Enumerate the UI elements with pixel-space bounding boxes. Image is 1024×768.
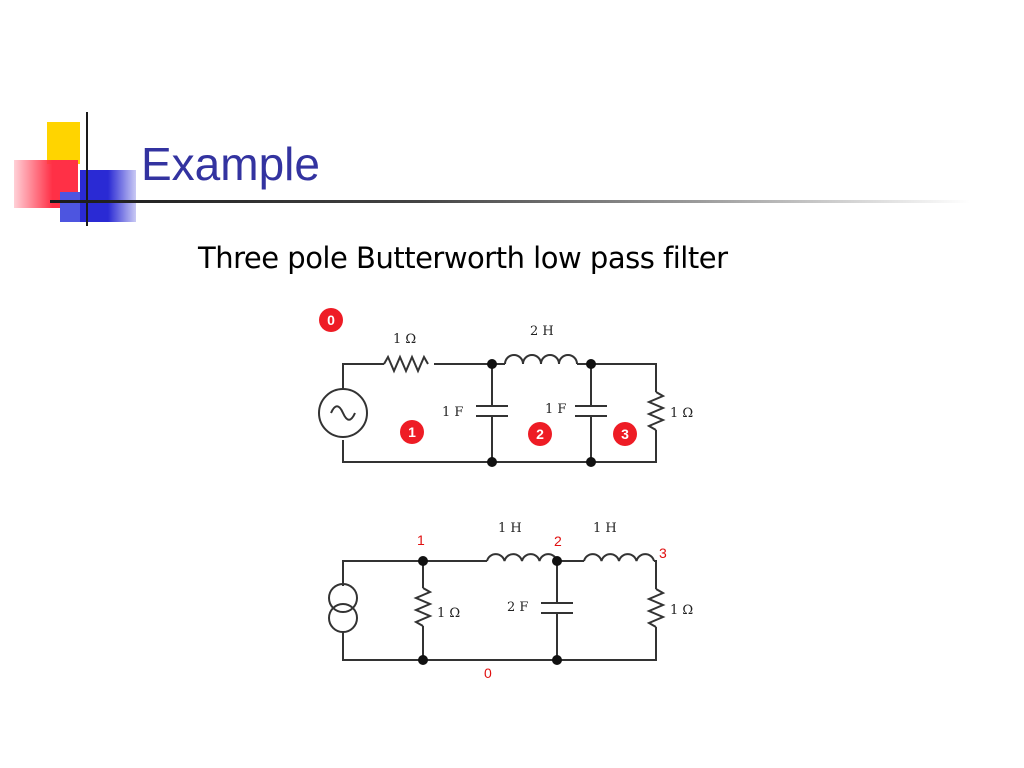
label-r-shunt: 1 Ω (437, 606, 460, 621)
svg-text:1: 1 (408, 424, 416, 440)
sine-wave-icon (330, 405, 356, 421)
svg-text:3: 3 (621, 426, 629, 442)
label-capacitor: 2 F (507, 600, 528, 615)
node-marker-0: 0 (319, 308, 343, 332)
svg-text:0: 0 (327, 312, 335, 328)
current-source-icon-lower (328, 603, 358, 633)
wire (654, 560, 657, 589)
decor-yellow-square (47, 122, 80, 164)
node-label-3: 3 (659, 545, 667, 561)
resistor-load (646, 391, 666, 431)
node-label-2: 2 (554, 533, 562, 549)
ac-voltage-source-icon (318, 388, 368, 438)
capacitor-c1 (476, 364, 508, 462)
resistor-load-2 (646, 588, 666, 628)
node-marker-2: 2 (528, 422, 552, 446)
circuit-1 (318, 354, 666, 463)
inductor-right (583, 553, 655, 562)
capacitor-c2 (575, 364, 607, 462)
wire (342, 363, 384, 390)
label-inductor-left: 1 H (498, 521, 522, 536)
inductor-l1 (504, 354, 578, 365)
node-marker-3: 3 (613, 422, 637, 446)
resistor-shunt (413, 587, 433, 627)
capacitor-2f (541, 561, 573, 660)
wire (342, 560, 487, 586)
label-r1: 1 Ω (393, 332, 416, 347)
wire (342, 627, 657, 661)
node-label-1: 1 (417, 532, 425, 548)
node-label-0: 0 (484, 665, 492, 681)
label-c1: 1 F (442, 405, 463, 420)
label-r-load-2: 1 Ω (670, 603, 693, 618)
svg-text:2: 2 (536, 426, 544, 442)
inductor-left (486, 553, 558, 562)
label-l1: 2 H (530, 324, 554, 339)
label-inductor-right: 1 H (593, 521, 617, 536)
slide-subtitle: Three pole Butterworth low pass filter (198, 241, 728, 275)
decor-vertical-line (86, 112, 88, 226)
junction-dot (552, 556, 562, 566)
wire (342, 430, 657, 463)
label-rload: 1 Ω (670, 406, 693, 421)
junction-dot (586, 359, 596, 369)
junction-dot (552, 655, 562, 665)
label-c2: 1 F (545, 402, 566, 417)
junction-dot (487, 457, 497, 467)
junction-dot (418, 556, 428, 566)
title-underline (50, 200, 970, 203)
wire (577, 363, 657, 392)
slide-title: Example (141, 138, 320, 190)
decor-blue-square-small (60, 192, 80, 222)
decor-blue-square (80, 170, 136, 222)
current-source-icon (328, 583, 358, 613)
circuit-2 (328, 553, 666, 661)
junction-dot (586, 457, 596, 467)
resistor-r1 (383, 354, 429, 374)
junction-dot (418, 655, 428, 665)
junction-dot (487, 359, 497, 369)
node-marker-1: 1 (400, 420, 424, 444)
